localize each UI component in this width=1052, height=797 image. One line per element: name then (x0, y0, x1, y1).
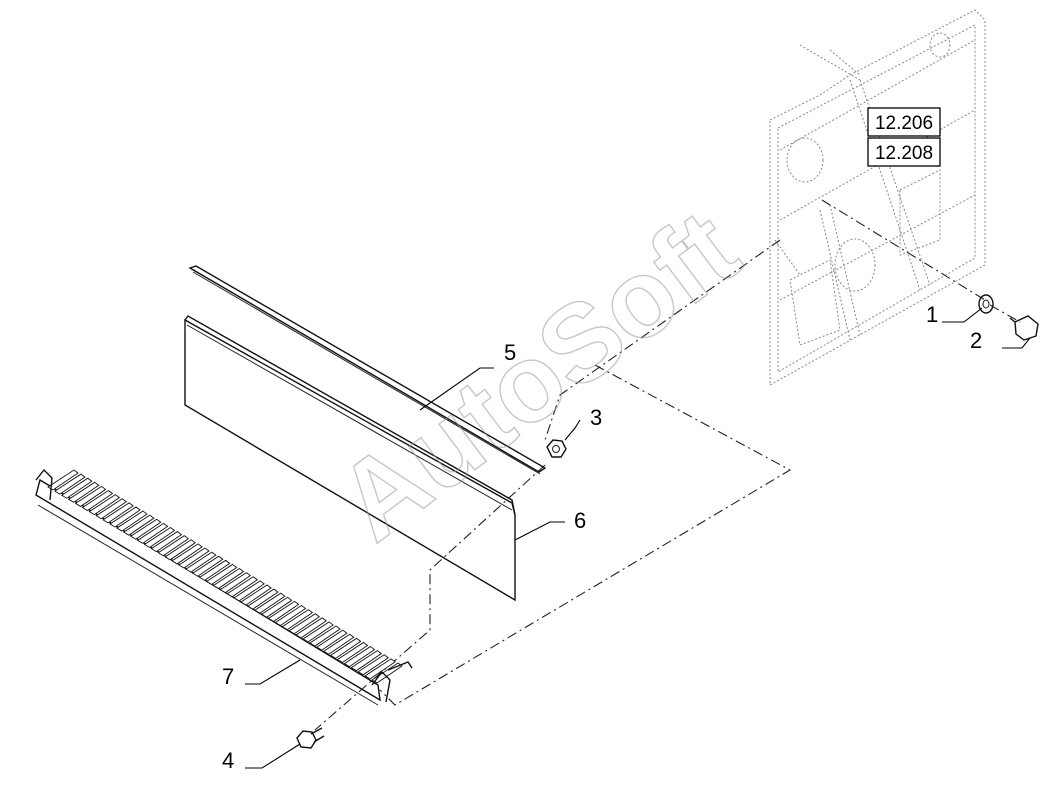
comb-tine (295, 617, 327, 639)
comb-tine (267, 600, 300, 622)
reference-box-1 (867, 107, 941, 137)
comb-tine (54, 473, 86, 495)
callout-3: 3 (590, 405, 602, 430)
comb-tine (67, 481, 100, 503)
comb-tine (95, 498, 128, 520)
comb-tine (122, 514, 155, 536)
comb-tine (109, 506, 141, 528)
part-4-bolt (296, 727, 325, 749)
callout-1: 1 (926, 302, 938, 327)
comb-tine (357, 654, 389, 676)
assembly-lines (314, 199, 1021, 731)
comb-tines (47, 469, 403, 684)
reference-box-group: 12.206 12.208 (867, 107, 941, 167)
callout-6: 6 (574, 508, 586, 533)
part-6-panel (184, 315, 516, 602)
comb-tine (274, 604, 307, 627)
leader-lines (245, 307, 1031, 769)
comb-tine (185, 551, 217, 573)
reference-label-1: 12.206 (875, 113, 933, 134)
reference-label-2: 12.208 (875, 143, 933, 164)
comb-tine (178, 547, 210, 569)
comb-tine (364, 658, 396, 680)
comb-tine (316, 629, 348, 651)
comb-tine (309, 625, 341, 647)
comb-tine (74, 485, 107, 507)
comb-tine (240, 584, 272, 606)
callout-4: 4 (222, 748, 234, 773)
comb-tine (81, 489, 114, 512)
part-3-nut (546, 439, 567, 458)
comb-tine (226, 576, 259, 598)
callout-labels: 1 2 3 4 5 6 7 (222, 302, 982, 773)
comb-tine (302, 621, 334, 643)
comb-tine (164, 539, 196, 561)
comb-tine (212, 568, 245, 590)
comb-tine (260, 596, 293, 618)
frame-assembly (769, 9, 986, 386)
comb-tine (191, 555, 224, 577)
comb-tine (219, 572, 252, 594)
comb-tine (233, 580, 265, 602)
comb-tine (171, 543, 203, 565)
callout-5: 5 (504, 340, 516, 365)
comb-tine (322, 633, 355, 655)
part-1-washer (978, 294, 994, 314)
comb-tine (136, 522, 169, 544)
comb-tine (143, 526, 176, 549)
callout-2: 2 (970, 328, 982, 353)
comb-tine (129, 518, 162, 540)
comb-tine (205, 563, 238, 585)
comb-tine (253, 592, 286, 614)
comb-tine (288, 613, 321, 635)
comb-tine (102, 502, 134, 524)
comb-tine (157, 535, 190, 557)
comb-tine (329, 637, 362, 659)
reference-box-2 (867, 137, 941, 167)
comb-tine (150, 531, 183, 553)
comb-tine (60, 477, 93, 499)
watermark-text: AutoSoft (315, 187, 760, 565)
comb-tine (350, 650, 383, 672)
comb-tine (336, 641, 369, 664)
comb-tine (88, 494, 121, 516)
callout-7: 7 (222, 664, 234, 689)
comb-tine (343, 646, 376, 668)
part-5-strip (188, 265, 547, 475)
comb-tine (116, 510, 148, 532)
comb-tine (198, 559, 231, 581)
comb-tine (281, 609, 314, 631)
comb-tine (247, 588, 279, 610)
part-2-bolt (1009, 315, 1039, 341)
part-7-comb (35, 468, 413, 706)
